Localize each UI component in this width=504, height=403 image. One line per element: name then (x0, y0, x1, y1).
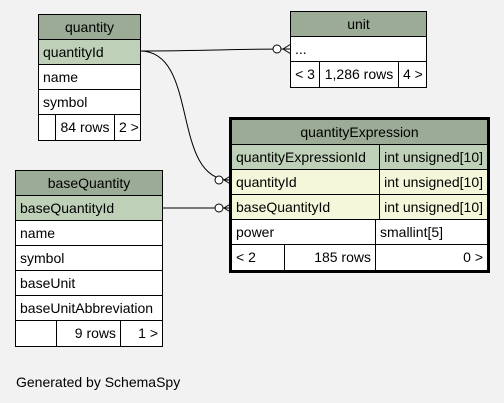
relation-quantity-unit (139, 48, 287, 52)
column-type: int unsigned[10] (379, 195, 487, 219)
table-footer: < 3 1,286 rows 4 > (291, 62, 426, 87)
column-type: int unsigned[10] (379, 170, 487, 194)
column-name: name (20, 225, 56, 241)
column-row[interactable]: symbol (39, 90, 140, 115)
column-name: quantityId (236, 174, 297, 190)
table-header[interactable]: baseQuantity (16, 171, 162, 196)
table-title: quantityExpression (300, 124, 419, 140)
column-row[interactable]: symbol (16, 246, 162, 271)
column-name: ... (295, 41, 307, 57)
footer-children-link[interactable]: 1 > (120, 321, 162, 346)
footer-children-link[interactable]: 4 > (398, 62, 426, 87)
column-row-foreign-key[interactable]: quantityId int unsigned[10] (232, 170, 487, 195)
column-name: power (236, 224, 275, 240)
column-name: symbol (20, 250, 65, 266)
column-row[interactable]: baseUnit (16, 271, 162, 296)
column-row-primary-key[interactable]: baseQuantityId (16, 196, 162, 221)
table-header[interactable]: quantityExpression (232, 120, 487, 145)
footer-children-link[interactable]: 0 > (375, 245, 487, 270)
table-baseQuantity[interactable]: baseQuantity baseQuantityId name symbol … (15, 170, 163, 347)
relation-end-circle (214, 175, 224, 185)
table-quantity[interactable]: quantity quantityId name symbol 84 rows … (38, 14, 141, 141)
column-name: baseQuantityId (20, 200, 115, 216)
relation-quantity-quantityExpression (139, 50, 231, 181)
column-row[interactable]: name (16, 221, 162, 246)
column-name: baseUnitAbbreviation (20, 300, 154, 316)
footer-children-link[interactable]: 2 > (114, 115, 140, 140)
footer-parents-link[interactable]: < 2 (236, 249, 256, 265)
column-name: quantityExpressionId (236, 149, 366, 165)
column-row[interactable]: power smallint[5] (232, 220, 487, 245)
column-type: int unsigned[10] (379, 145, 487, 169)
column-row[interactable]: baseUnitAbbreviation (16, 296, 162, 321)
footer-parents-link[interactable] (39, 115, 55, 140)
column-row-ellipsis[interactable]: ... (291, 37, 426, 62)
column-name: symbol (43, 94, 88, 110)
relation-end-circle (272, 44, 282, 54)
column-row-primary-key[interactable]: quantityExpressionId int unsigned[10] (232, 145, 487, 170)
column-name: quantityId (43, 44, 104, 60)
table-footer: < 2 185 rows 0 > (232, 245, 487, 270)
footer-parents-link[interactable]: < 3 (295, 66, 315, 82)
table-title: baseQuantity (47, 175, 131, 191)
column-name: baseUnit (20, 275, 76, 291)
table-title: quantity (64, 19, 115, 35)
column-row-primary-key[interactable]: quantityId (39, 40, 140, 65)
table-title: unit (347, 16, 370, 32)
table-footer: 9 rows 1 > (16, 321, 162, 346)
footer-row-count: 84 rows (55, 115, 114, 140)
column-type: smallint[5] (375, 220, 487, 244)
footer-parents-link[interactable] (16, 321, 56, 346)
column-name: name (43, 69, 79, 85)
footer-row-count: 185 rows (284, 245, 375, 270)
column-name: baseQuantityId (236, 199, 331, 215)
table-header[interactable]: unit (291, 12, 426, 37)
table-header[interactable]: quantity (39, 15, 140, 40)
generated-by-caption: Generated by SchemaSpy (16, 374, 181, 390)
table-unit[interactable]: unit ... < 3 1,286 rows 4 > (290, 11, 427, 88)
column-row-foreign-key[interactable]: baseQuantityId int unsigned[10] (232, 195, 487, 220)
column-row[interactable]: name (39, 65, 140, 90)
table-footer: 84 rows 2 > (39, 115, 140, 140)
footer-row-count: 1,286 rows (319, 62, 398, 87)
table-quantityExpression[interactable]: quantityExpression quantityExpressionId … (229, 117, 490, 273)
footer-row-count: 9 rows (56, 321, 120, 346)
relation-end-circle (214, 203, 224, 213)
